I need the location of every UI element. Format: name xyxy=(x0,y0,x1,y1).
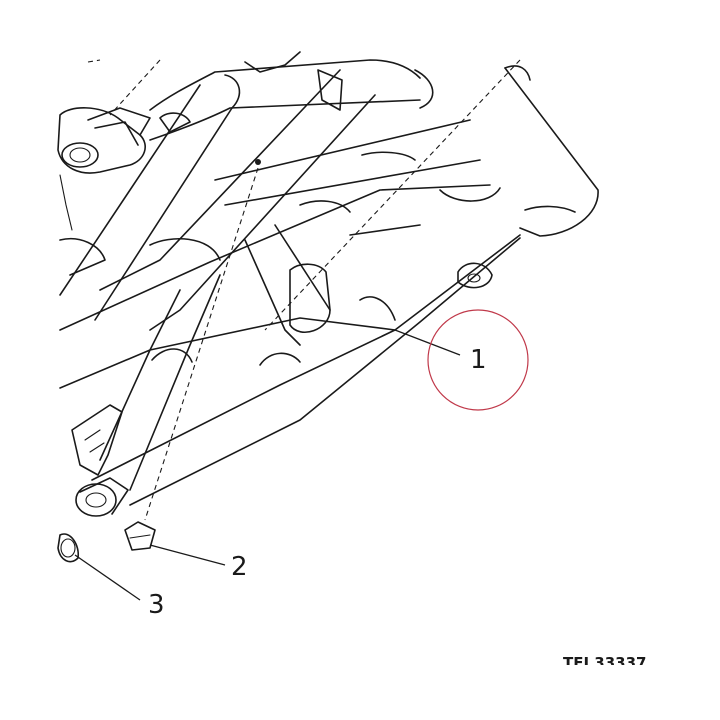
top-bracket xyxy=(159,51,343,165)
callout-highlight-circle xyxy=(427,309,529,411)
assembly-centerlines xyxy=(87,59,521,521)
clip-part xyxy=(124,521,156,551)
lower-pivot-bracket xyxy=(71,404,123,476)
bushing-part xyxy=(57,533,80,563)
main-upper-tube xyxy=(149,59,434,141)
callout-2: 2 xyxy=(231,552,248,582)
lower-main-rail xyxy=(59,184,521,506)
callout-3: 3 xyxy=(148,590,165,620)
right-mount-tab xyxy=(457,262,493,289)
leader-lines xyxy=(74,329,461,601)
truss-tubes xyxy=(59,69,501,491)
pivot-tube-end xyxy=(75,477,129,517)
upper-mount-bracket xyxy=(57,107,151,276)
callout-1: 1 xyxy=(470,345,487,375)
rear-tube-cap xyxy=(504,65,599,237)
